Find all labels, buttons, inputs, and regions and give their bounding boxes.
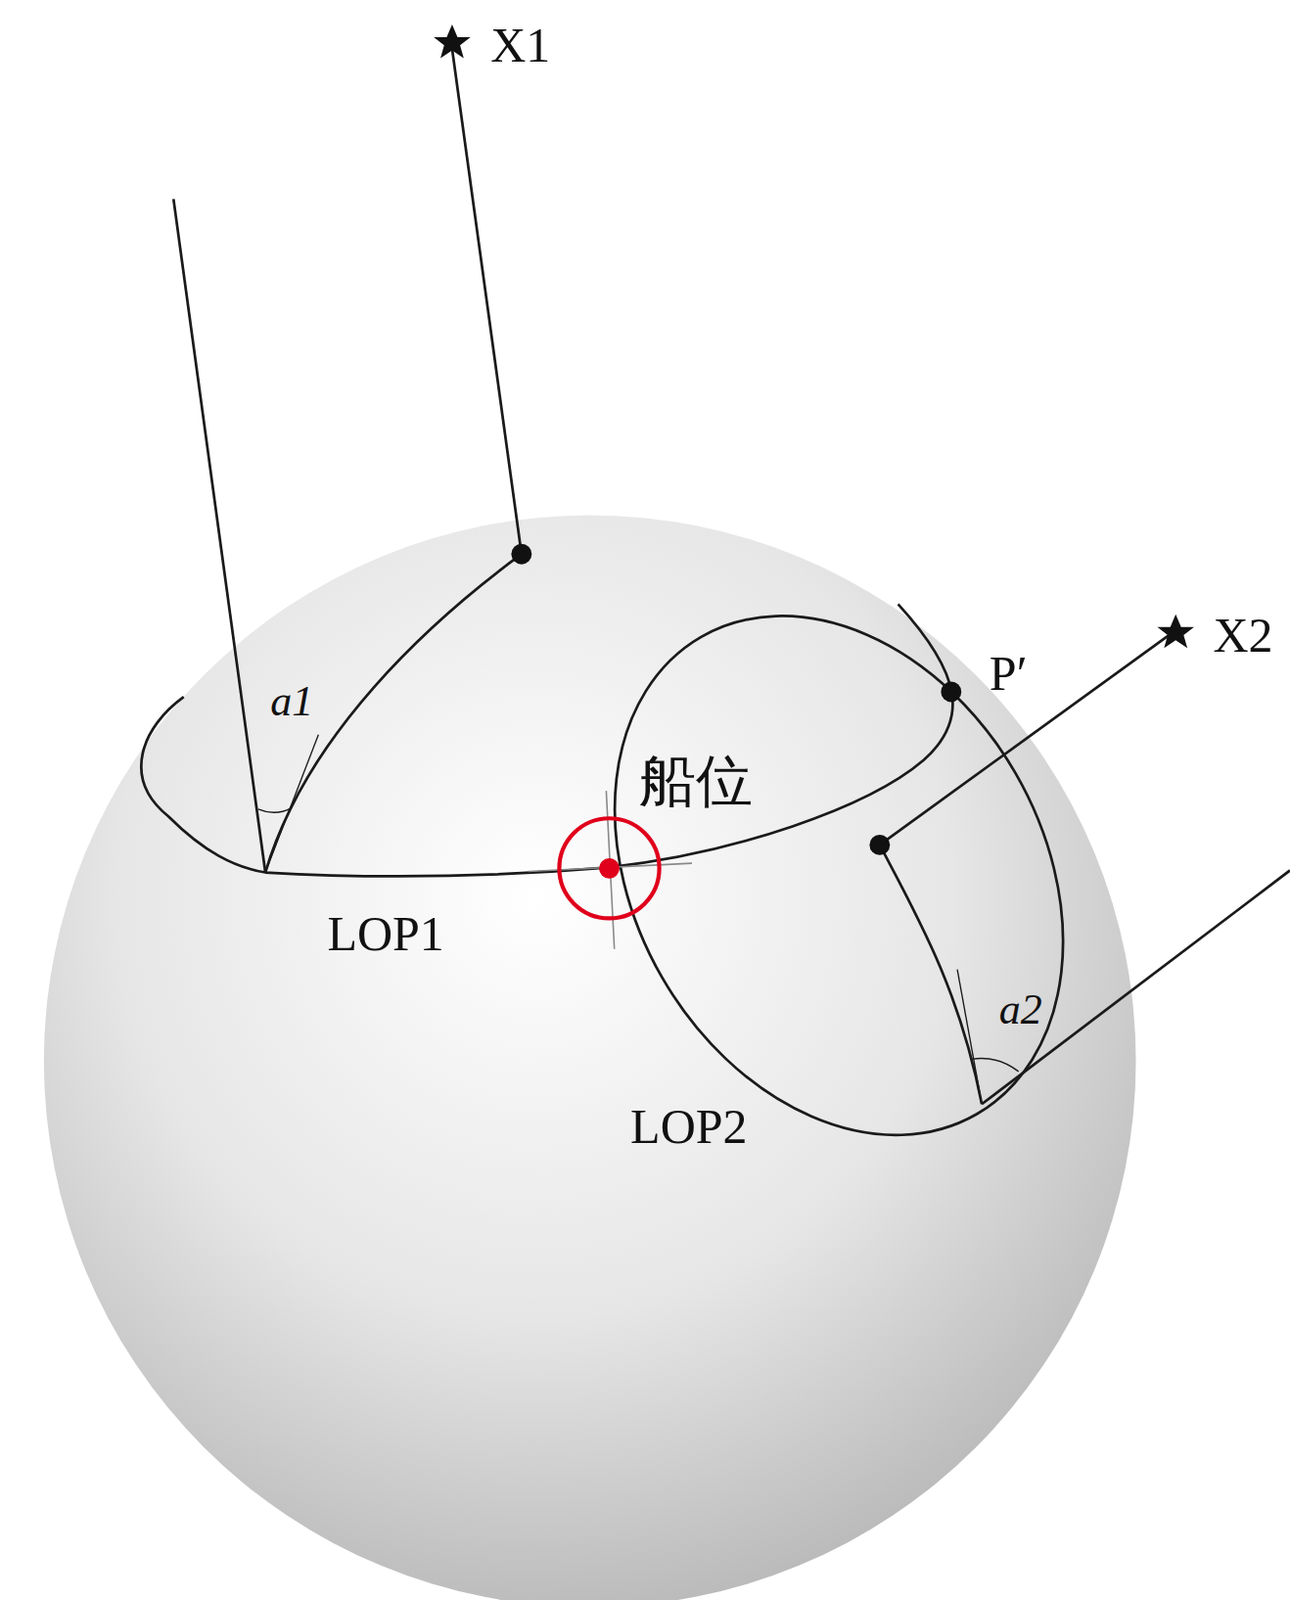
angle-label: a1 xyxy=(270,680,314,724)
angle-label: a2 xyxy=(999,988,1043,1032)
azimuth-arc-2 xyxy=(879,844,982,1105)
position-dot xyxy=(598,858,620,879)
lop-label: LOP1 xyxy=(326,909,444,959)
vertical-line-1 xyxy=(173,198,266,873)
point-label: P′ xyxy=(989,648,1028,698)
lop1-circle xyxy=(140,603,953,876)
position-ring xyxy=(558,818,659,919)
azimuth-arc-1 xyxy=(265,553,522,873)
vertical-line-2 xyxy=(981,870,1290,1105)
star-label: X2 xyxy=(1212,610,1273,660)
angle-arc-1 xyxy=(258,808,291,813)
x1-ray xyxy=(452,48,522,554)
earth-sphere xyxy=(44,515,1137,1600)
lop-label: LOP2 xyxy=(630,1102,747,1152)
x2-ray xyxy=(879,635,1170,846)
p-prime-point xyxy=(940,682,962,703)
angle-arc-2 xyxy=(971,1059,1019,1072)
tangent-1 xyxy=(265,735,319,874)
ship-position-label: 船位 xyxy=(639,752,753,810)
star-label: X1 xyxy=(490,20,551,70)
star-symbol xyxy=(1156,614,1195,648)
x2-ground-point xyxy=(869,834,890,856)
x1-ground-point xyxy=(510,544,532,565)
tangent-2 xyxy=(957,969,982,1106)
star-symbol xyxy=(433,24,471,58)
lop2-circle xyxy=(524,535,1154,1217)
